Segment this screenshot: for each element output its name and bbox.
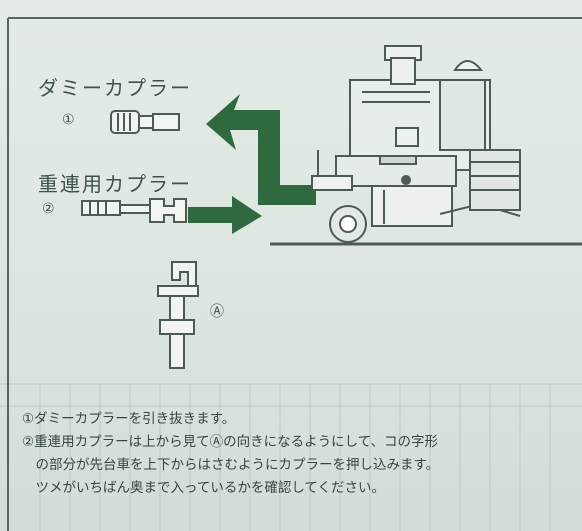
coupler-top-view-icon [157, 261, 199, 369]
instruction-text: ①ダミーカプラーを引き抜きます。 ②重連用カプラーは上から見てⒶの向きになるよう… [22, 408, 567, 500]
heavy-coupler-label: 重連用カプラー [38, 172, 192, 196]
marker-a: Ⓐ [210, 304, 224, 320]
instruction-line-2: ②重連用カプラーは上から見てⒶの向きになるようにして、コの字形 [22, 434, 439, 450]
dummy-coupler-label: ダミーカプラー [38, 76, 192, 100]
page-frame [7, 17, 582, 531]
background-table-ghost [0, 383, 582, 531]
marker-1: ① [62, 112, 75, 128]
locomotive-icon [270, 45, 582, 246]
arrow-icon [188, 94, 316, 234]
dummy-coupler-icon [110, 110, 180, 134]
instruction-line-1: ①ダミーカプラーを引き抜きます。 [22, 411, 236, 427]
instruction-line-3: の部分が先台車を上下からはさむようにカプラーを押し込みます。 [22, 457, 440, 473]
marker-2: ② [42, 201, 55, 217]
heavy-coupler-icon [81, 198, 187, 223]
instruction-line-4: ツメがいちばん奥まで入っているかを確認してください。 [22, 480, 386, 496]
